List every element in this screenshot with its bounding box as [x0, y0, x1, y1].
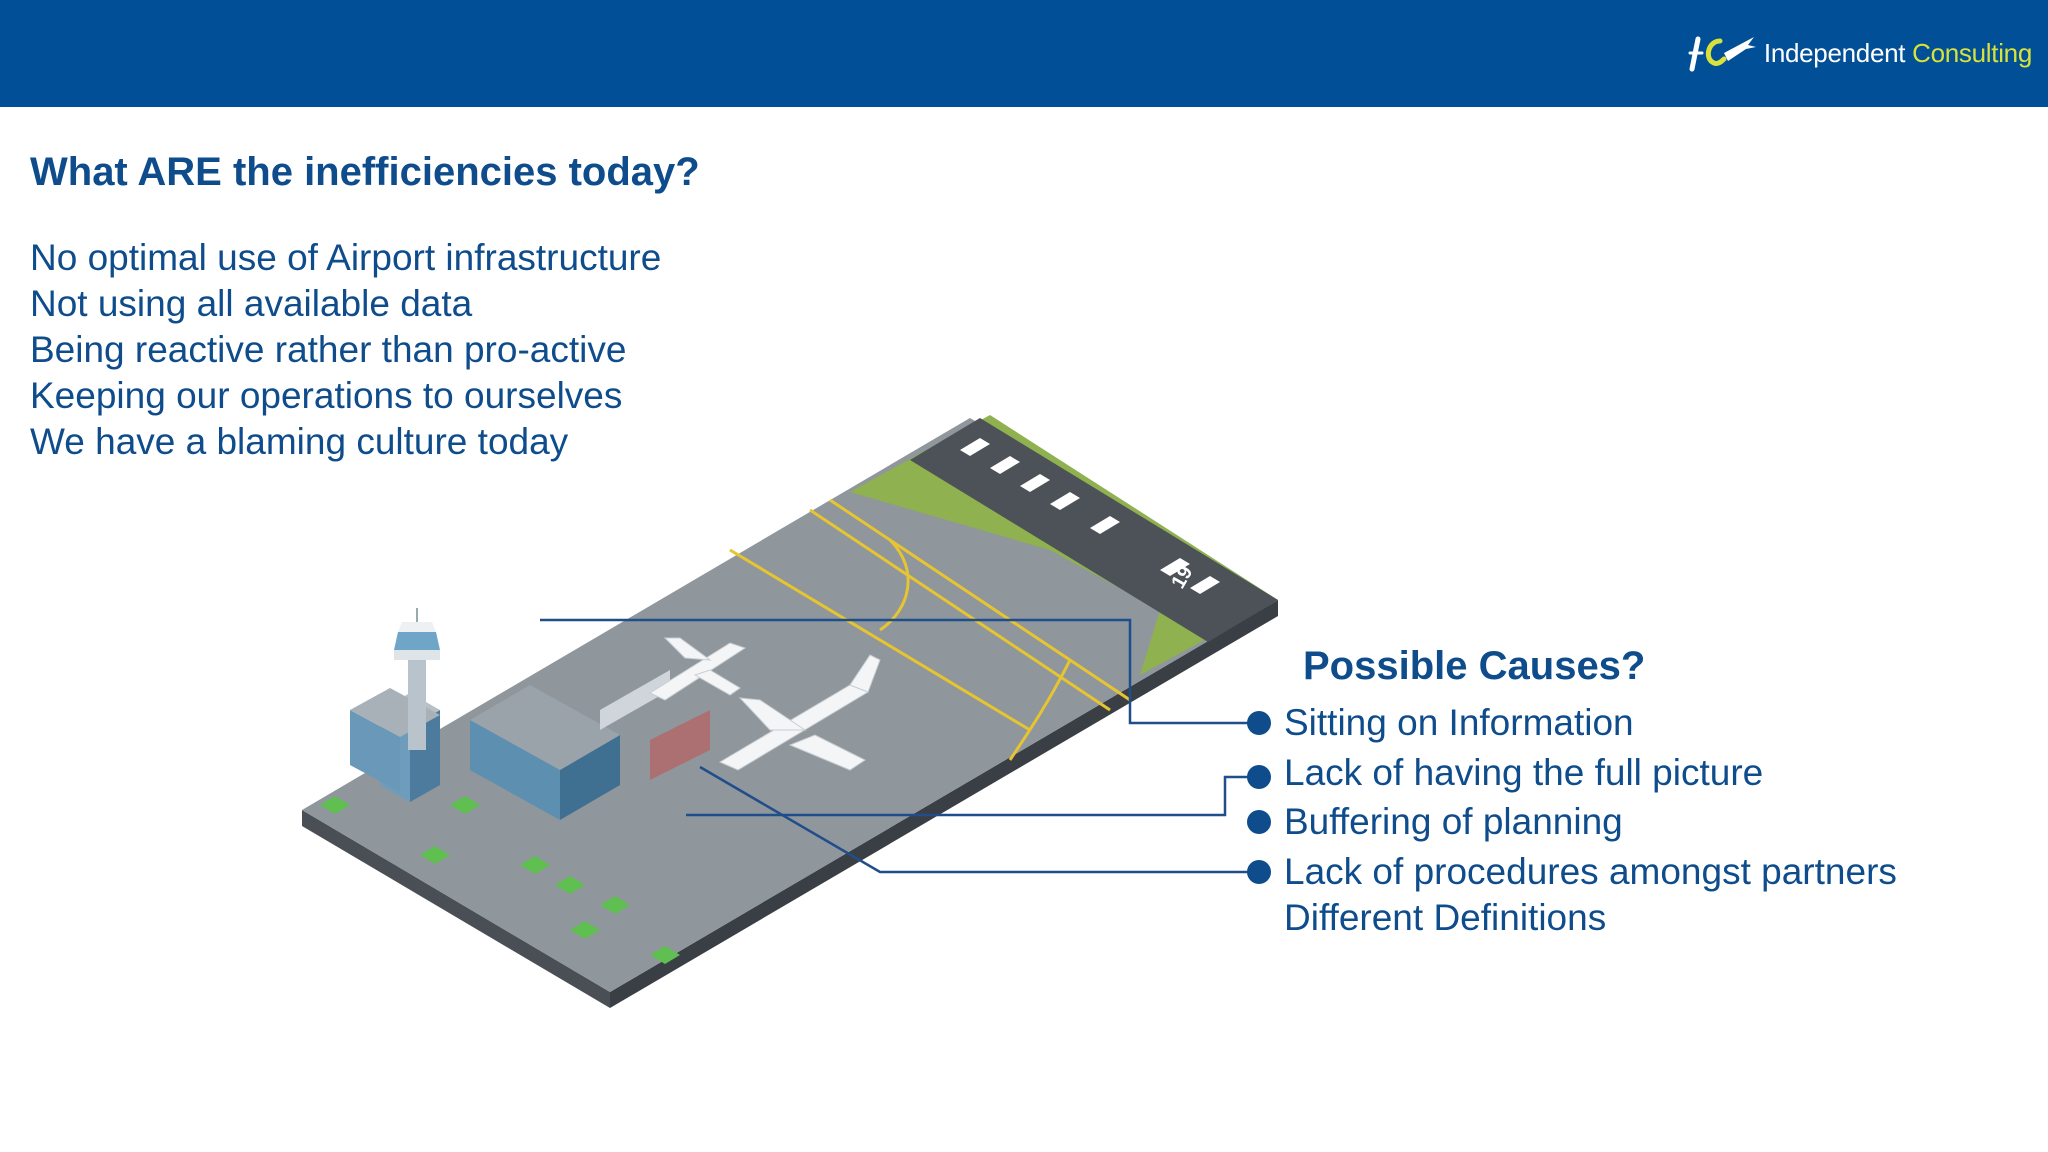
inefficiency-list: No optimal use of Airport infrastructure…: [30, 235, 661, 465]
apron-surface: [302, 418, 1278, 992]
airport-illustration: 19: [302, 415, 1278, 1008]
causes-title: Possible Causes?: [1303, 644, 1646, 688]
list-item: Not using all available data: [30, 283, 473, 324]
control-tower: [394, 608, 440, 750]
cause-item: Different Definitions: [1284, 897, 1607, 938]
cause-item: Lack of having the full picture: [1284, 752, 1764, 793]
header-bar: Independent Consulting: [0, 0, 2048, 107]
cause-marker: [1247, 765, 1271, 789]
airplane-logo-icon: [1688, 36, 1756, 72]
page-title: What ARE the inefficiencies today?: [30, 150, 700, 194]
list-item: Being reactive rather than pro-active: [30, 329, 627, 370]
cause-marker: [1247, 810, 1271, 834]
cause-marker: [1247, 860, 1271, 884]
list-item: No optimal use of Airport infrastructure: [30, 237, 662, 278]
company-logo: Independent Consulting: [1688, 28, 2032, 78]
terminal-building: [350, 670, 710, 820]
airplane-1: [648, 637, 747, 701]
cause-item: Buffering of planning: [1284, 801, 1623, 842]
cause-item: Sitting on Information: [1284, 702, 1634, 743]
brand-name: Independent Consulting: [1763, 37, 2032, 68]
cause-item: Lack of procedures amongst partners: [1284, 851, 1897, 892]
airplane-2: [718, 654, 881, 771]
cause-marker: [1247, 711, 1271, 735]
list-item: Keeping our operations to ourselves: [30, 375, 623, 416]
list-item: We have a blaming culture today: [30, 421, 569, 462]
